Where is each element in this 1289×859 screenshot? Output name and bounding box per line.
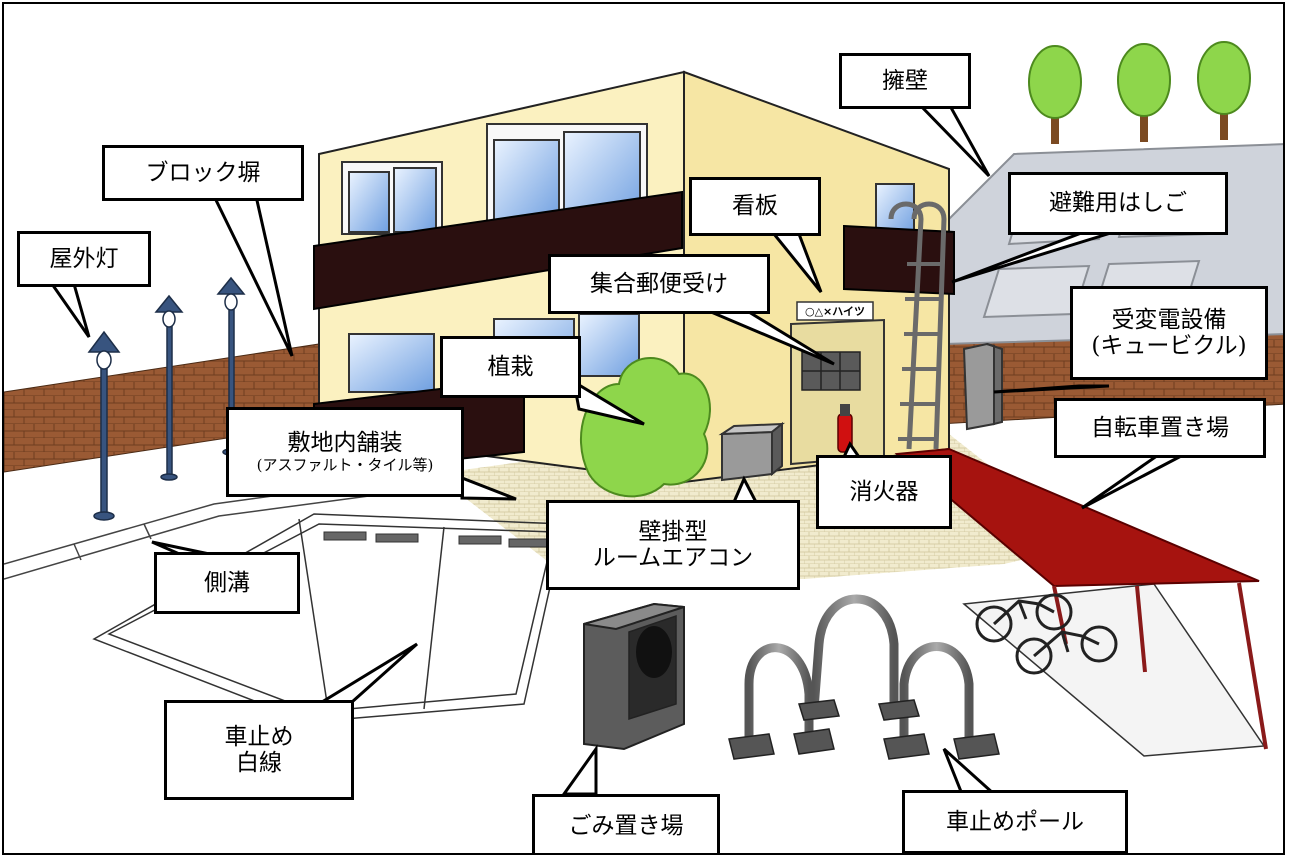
bollard-bases bbox=[728, 699, 1000, 760]
label-outdoor-light: 屋外灯 bbox=[17, 231, 151, 287]
bollards bbox=[744, 594, 974, 739]
label-signboard: 看板 bbox=[689, 177, 821, 236]
label-planting: 植栽 bbox=[440, 336, 581, 398]
label-mailbox: 集合郵便受け bbox=[548, 254, 770, 314]
garbage-box bbox=[583, 602, 685, 751]
label-substation: 受変電設備 (キュービクル) bbox=[1070, 286, 1268, 380]
label-wall-aircon: 壁掛型 ルームエアコン bbox=[546, 500, 800, 590]
label-bicycle-parking: 自転車置き場 bbox=[1054, 398, 1266, 458]
label-extinguisher: 消火器 bbox=[816, 455, 952, 529]
bicycles bbox=[975, 593, 1118, 675]
planting-bush bbox=[580, 357, 711, 498]
wheel-stops bbox=[323, 531, 552, 548]
label-bollard: 車止めポール bbox=[902, 790, 1128, 853]
escape-ladder bbox=[888, 201, 947, 450]
label-garbage: ごみ置き場 bbox=[532, 794, 720, 853]
label-gutter: 側溝 bbox=[154, 552, 300, 614]
wall-air-conditioner bbox=[718, 421, 786, 482]
bicycle-shelter-roof bbox=[894, 447, 1260, 588]
label-retaining-wall: 擁壁 bbox=[839, 53, 971, 109]
building-name-sign: ○△×ハイツ bbox=[804, 305, 866, 318]
apartment-scene bbox=[4, 41, 1283, 796]
cubicle-substation bbox=[962, 342, 1003, 431]
callout-pointers bbox=[49, 102, 1205, 796]
label-paving: 敷地内舗装 (アスファルト・タイル等) bbox=[226, 407, 464, 497]
background-trees bbox=[1028, 41, 1251, 144]
label-block-wall: ブロック塀 bbox=[102, 145, 304, 201]
mailbox-unit bbox=[801, 351, 861, 391]
label-parking-line: 車止め 白線 bbox=[164, 700, 354, 800]
label-escape-ladder: 避難用はしご bbox=[1008, 172, 1228, 235]
apartment-building bbox=[313, 70, 955, 484]
